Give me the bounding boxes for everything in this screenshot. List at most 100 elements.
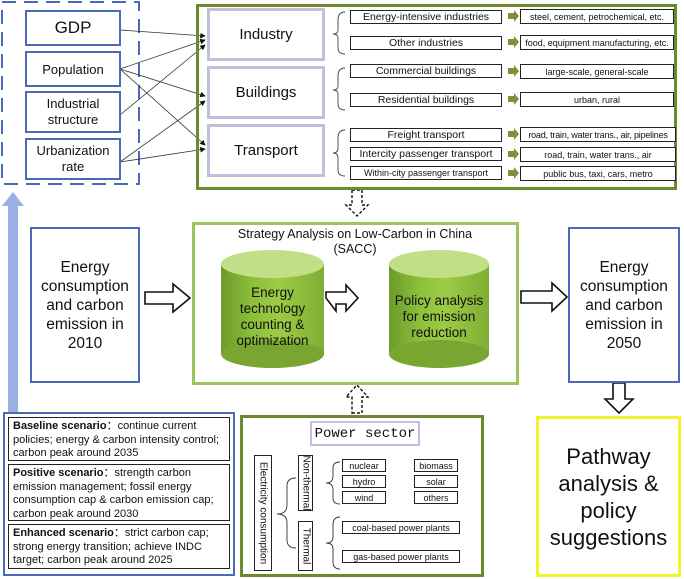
driver-links: [119, 29, 206, 163]
subsector-label: Freight transport: [387, 129, 465, 141]
sectors-panel: [196, 4, 677, 190]
power-item-nuclear: nuclear: [342, 459, 386, 472]
detail-label: public bus, taxi, cars, metro: [543, 168, 653, 179]
power-item-label: wind: [354, 492, 374, 503]
end-label: Energy consumption and carbon emission i…: [580, 258, 668, 352]
outcome-label: Pathway analysis & policy suggestions: [549, 443, 668, 550]
scenario-name: Baseline scenario: [13, 420, 107, 432]
end-2050-box: Energy consumption and carbon emission i…: [568, 227, 680, 383]
sector-label: Industry: [239, 26, 293, 43]
subsector-within-city: Within-city passenger transport: [350, 166, 502, 180]
scenario-text: continue current policies; energy & carb…: [13, 420, 220, 459]
scenario-name: Positive scenario: [13, 467, 104, 479]
scenario-sep: ：: [113, 527, 125, 539]
power-title-label: Power sector: [314, 425, 416, 442]
power-item-others: others: [414, 491, 458, 504]
subsector-label: Other industries: [388, 37, 464, 49]
detail-label: food, equipment manufacturing, etc.: [525, 37, 669, 48]
sacc-title: Strategy Analysis on Low-Carbon in China…: [237, 227, 473, 256]
driver-label: Urbanization rate: [36, 143, 110, 174]
scenario-sep: ：: [103, 467, 115, 479]
detail-label: road, train, water trans., air, pipeline…: [528, 129, 668, 140]
driver-label: GDP: [54, 18, 92, 37]
sector-label: Buildings: [235, 84, 297, 101]
start-2010-box: Energy consumption and carbon emission i…: [30, 227, 140, 383]
power-item-hydro: hydro: [342, 475, 386, 488]
subsector-energy-intensive: Energy-intensive industries: [350, 10, 502, 24]
thermal-box: Thermal: [298, 521, 313, 571]
driver-label: Population: [42, 61, 104, 77]
driver-urbanization-rate: Urbanization rate: [25, 138, 121, 180]
sacc-panel: [192, 222, 519, 385]
start-to-sacc-arrow: [144, 282, 192, 314]
scenario-text: strength carbon emission management; fos…: [13, 467, 214, 520]
subsector-commercial: Commercial buildings: [350, 64, 502, 78]
sacc-to-end-arrow: [520, 281, 569, 313]
subsector-intercity: Intercity passenger transport: [350, 147, 502, 161]
scenarios-panel: Baseline scenario：continue current polic…: [3, 412, 235, 576]
detail-label: urban, rural: [573, 94, 621, 105]
power-item-label: biomass: [419, 460, 453, 471]
subsector-label: Residential buildings: [377, 94, 475, 106]
scenario-positive: Positive scenario：strength carbon emissi…: [8, 464, 230, 521]
subsector-label: Energy-intensive industries: [362, 11, 490, 23]
cylinder-policy-analysis: Policy analysis for emission reduction: [389, 250, 489, 368]
cylinder-label: Energy technology counting & optimizatio…: [236, 285, 309, 348]
power-item-gas: gas-based power plants: [342, 550, 460, 563]
sector-label: Transport: [234, 142, 298, 159]
power-item-label: gas-based power plants: [353, 551, 449, 562]
power-item-label: hydro: [352, 476, 376, 487]
detail-label: large-scale, general-scale: [545, 66, 649, 77]
feedback-up-arrow: [2, 192, 24, 412]
cylinder-energy-technology: Energy technology counting & optimizatio…: [221, 250, 324, 368]
power-item-label: solar: [426, 476, 446, 487]
scenario-sep: ：: [106, 420, 118, 432]
electricity-consumption-box: Electricity consumption: [254, 455, 272, 571]
power-item-label: others: [423, 492, 449, 503]
detail-intercity: road, train, water trans., air: [520, 147, 676, 162]
power-item-biomass: biomass: [414, 459, 458, 472]
detail-label: road, train, water trans., air: [544, 149, 652, 160]
outcome-box: Pathway analysis & policy suggestions: [536, 416, 681, 577]
subsector-label: Commercial buildings: [375, 65, 477, 77]
double-arrow: [325, 282, 360, 314]
power-item-label: coal-based power plants: [352, 522, 450, 533]
subsector-residential: Residential buildings: [350, 93, 502, 107]
subsector-label: Within-city passenger transport: [363, 168, 489, 178]
detail-energy-intensive: steel, cement, petrochemical, etc.: [520, 9, 674, 24]
driver-gdp: GDP: [25, 10, 121, 46]
power-to-sacc-arrow: [344, 383, 370, 414]
subsector-other-industries: Other industries: [350, 36, 502, 50]
power-item-wind: wind: [342, 491, 386, 504]
power-item-solar: solar: [414, 475, 458, 488]
thermal-label: Thermal: [300, 527, 311, 565]
driver-industrial-structure: Industrial structure: [25, 91, 121, 133]
scenario-baseline: Baseline scenario：continue current polic…: [8, 417, 230, 461]
detail-label: steel, cement, petrochemical, etc.: [529, 11, 665, 22]
sectors-to-sacc-arrow: [344, 189, 370, 217]
electricity-consumption-label: Electricity consumption: [257, 461, 269, 565]
driver-label: Industrial structure: [46, 96, 100, 127]
power-sector-title: Power sector: [310, 421, 420, 446]
detail-within-city: public bus, taxi, cars, metro: [520, 166, 676, 181]
driver-population: Population: [25, 51, 121, 87]
cylinder-label: Policy analysis for emission reduction: [394, 293, 484, 340]
sector-industry: Industry: [207, 8, 325, 61]
subsector-label: Intercity passenger transport: [359, 148, 493, 160]
non-thermal-label: Non-thermal: [300, 455, 311, 511]
end-to-outcome-arrow: [603, 382, 635, 415]
power-sector-panel: [240, 415, 484, 577]
detail-commercial: large-scale, general-scale: [520, 64, 674, 79]
scenario-enhanced: Enhanced scenario：strict carbon cap; str…: [8, 524, 230, 569]
subsector-freight: Freight transport: [350, 128, 502, 142]
scenario-name: Enhanced scenario: [13, 527, 114, 539]
non-thermal-box: Non-thermal: [298, 455, 313, 511]
sector-buildings: Buildings: [207, 66, 325, 119]
scenario-text: strict carbon cap; strong energy transit…: [13, 527, 209, 566]
sector-transport: Transport: [207, 124, 325, 177]
detail-other-industries: food, equipment manufacturing, etc.: [520, 35, 674, 50]
power-item-label: nuclear: [349, 460, 379, 471]
detail-freight: road, train, water trans., air, pipeline…: [520, 127, 676, 142]
power-item-coal: coal-based power plants: [342, 521, 460, 534]
